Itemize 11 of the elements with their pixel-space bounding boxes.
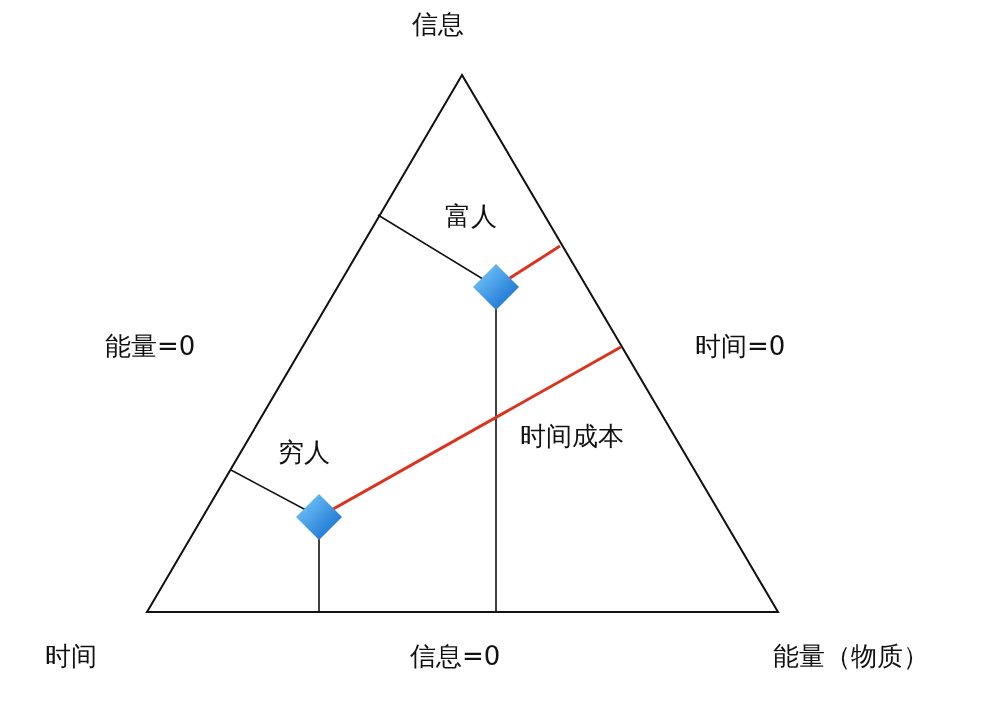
diamond-marker — [473, 264, 519, 310]
vertex-label: 时间 — [45, 640, 97, 672]
side-label: 时间=0 — [695, 330, 786, 362]
point-label: 富人 — [445, 200, 497, 232]
point-label: 穷人 — [278, 436, 330, 468]
side-label: 能量=0 — [105, 330, 196, 362]
vertex-label: 能量（物质） — [773, 640, 929, 672]
diamond-marker — [296, 494, 342, 540]
side-label: 信息=0 — [410, 640, 501, 672]
vertex-label: 信息 — [412, 8, 464, 40]
line-label: 时间成本 — [520, 420, 624, 452]
